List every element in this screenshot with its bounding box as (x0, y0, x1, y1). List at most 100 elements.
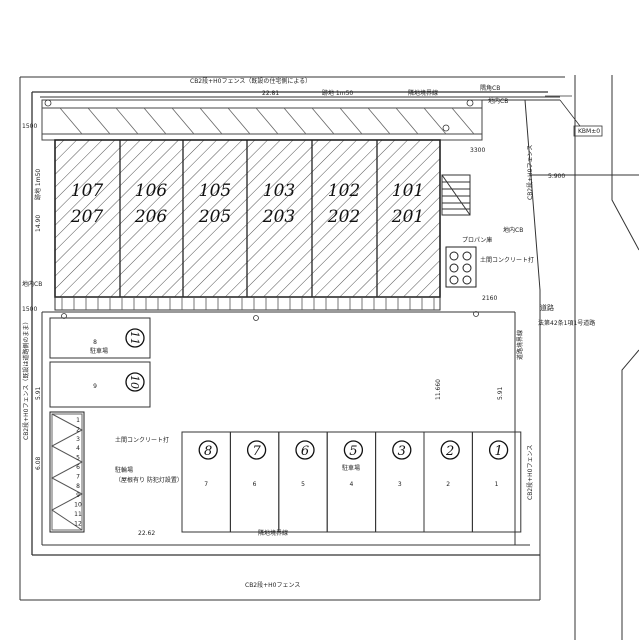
parking-space: 22 (423, 431, 473, 533)
lower-parking-label: 駐車場 (342, 464, 360, 472)
west-fence-label: CB2段+H0フェンス（既設は道路側のまま） (22, 319, 30, 440)
unit-number-lower: 201 (391, 207, 424, 227)
road-border-label: 道路境界線 (516, 330, 524, 360)
dim-3300: 3300 (470, 147, 485, 154)
bike-rack-number: 4 (76, 445, 80, 452)
left-parking-space: 11 8 (93, 328, 145, 348)
left-parking-space: 109 (93, 372, 145, 392)
dim-1500-bottom: 1500 (22, 306, 37, 313)
parking-space: 54 (326, 431, 377, 533)
bike-rack-number: 1 (76, 417, 80, 424)
bike-rack-number: 2 (76, 426, 80, 433)
kb-label: KBM±0 (578, 128, 600, 135)
strip-diagonal (115, 107, 139, 135)
east-fence-label: CB2段+H0フェンス (526, 145, 534, 200)
bike-rack-number: 8 (76, 483, 80, 490)
unit-number-lower: 202 (327, 207, 360, 227)
parking-circled-number: 1 (494, 444, 502, 459)
building (54, 139, 441, 298)
unit-number-lower: 206 (134, 207, 168, 227)
parking-circled-number: 8 (204, 444, 212, 459)
border-label-top: 隣地境界線 (408, 89, 438, 97)
unit-number-lower: 203 (262, 207, 295, 227)
bike-rack-number: 3 (76, 436, 80, 443)
dim-2160: 2160 (482, 295, 497, 302)
unit-number-upper: 106 (135, 181, 168, 201)
unit-number-upper: 105 (199, 181, 231, 201)
unit-number-upper: 103 (263, 181, 295, 201)
site-boundary (19, 76, 565, 601)
strip-diagonal (143, 107, 167, 135)
parking-space: 87 (181, 431, 231, 533)
parking-printed-number: 1 (495, 481, 499, 488)
bike-rack-number: 9 (76, 492, 80, 499)
garden-strip-diagonals (59, 107, 475, 135)
corner-label-mid: 地内CB (488, 97, 508, 105)
strip-diagonal (367, 107, 391, 135)
propane-storage (445, 246, 477, 288)
unit-number-upper: 101 (392, 181, 424, 201)
unit-number-upper: 107 (71, 181, 104, 201)
parking-label: 駐車場 (90, 347, 108, 355)
stairs (441, 174, 471, 216)
bike-rack-number: 6 (76, 464, 80, 471)
strip-diagonal (171, 107, 195, 135)
balcony-strip (54, 296, 441, 311)
strip-diagonal (339, 107, 363, 135)
strip-diagonal (311, 107, 335, 135)
south-fence-label: CB2段+H0フェンス (245, 581, 300, 589)
concrete-label-2: 土間コンクリート打 (115, 436, 169, 444)
parking-circled-number: 11 (128, 331, 141, 345)
bike-label: 駐輪場 (115, 466, 133, 474)
bike-sub: （屋根有り 防犯灯設置） (115, 476, 183, 484)
parking-printed-number: 8 (93, 339, 97, 346)
dim-top: 22.81 (262, 90, 279, 97)
dim-right-a: 5.91 (35, 386, 42, 400)
dim-street: 5.900 (548, 173, 565, 180)
left-parking (49, 317, 151, 408)
strip-diagonal (395, 107, 419, 135)
corner-label-ne: 隅角CB (480, 84, 500, 92)
bike-rack-number: 10 (74, 502, 82, 509)
bike-rack-number: 11 (74, 511, 82, 518)
strip-diagonal (255, 107, 279, 135)
corner-label-w2: 地内CB (503, 226, 523, 234)
parking-circled-number: 2 (445, 444, 454, 459)
parking-printed-number: 4 (349, 481, 353, 488)
road-edges (40, 75, 639, 640)
north-fence-label: CB2段+H0フェンス（既設の住宅側による） (190, 77, 311, 85)
parking-space: 11 (471, 431, 522, 533)
strip-diagonal (87, 107, 111, 135)
road-desc: 法第42条1項1号道路 (538, 319, 595, 327)
parking-circled-number: 7 (252, 444, 261, 459)
balcony-ticks (61, 297, 435, 310)
unit-number-lower: 207 (70, 207, 104, 227)
border-label-bottom: 隣地境界線 (258, 529, 288, 537)
parking-circled-number: 6 (301, 444, 309, 459)
dim-left-lower: 6.08 (35, 456, 42, 470)
parking-space: 76 (229, 431, 280, 533)
parking-printed-number: 2 (446, 481, 450, 488)
propane-label: プロパン庫 (462, 236, 492, 244)
strip-diagonal (451, 107, 475, 135)
bike-rack-number: 5 (76, 455, 80, 462)
kb-box (573, 125, 603, 137)
road-title: 道路 (540, 303, 554, 312)
garden-strip-top (41, 99, 483, 141)
bike-rack (49, 411, 85, 533)
dim-right-lot: 11.660 (435, 379, 442, 400)
garden-label-left: 跡地 1m50 (34, 169, 42, 200)
strip-diagonal (283, 107, 307, 135)
concrete-label-1: 土間コンクリート打 (480, 256, 534, 264)
parking-space: 33 (375, 431, 425, 533)
parking-printed-number: 5 (301, 481, 305, 488)
east-fence-label-2: CB2段+H0フェンス (526, 445, 534, 500)
strip-diagonal (199, 107, 223, 135)
corner-label-w: 地内CB (22, 280, 42, 288)
dim-1500-top: 1500 (22, 123, 37, 130)
unit-number-lower: 205 (198, 207, 231, 227)
